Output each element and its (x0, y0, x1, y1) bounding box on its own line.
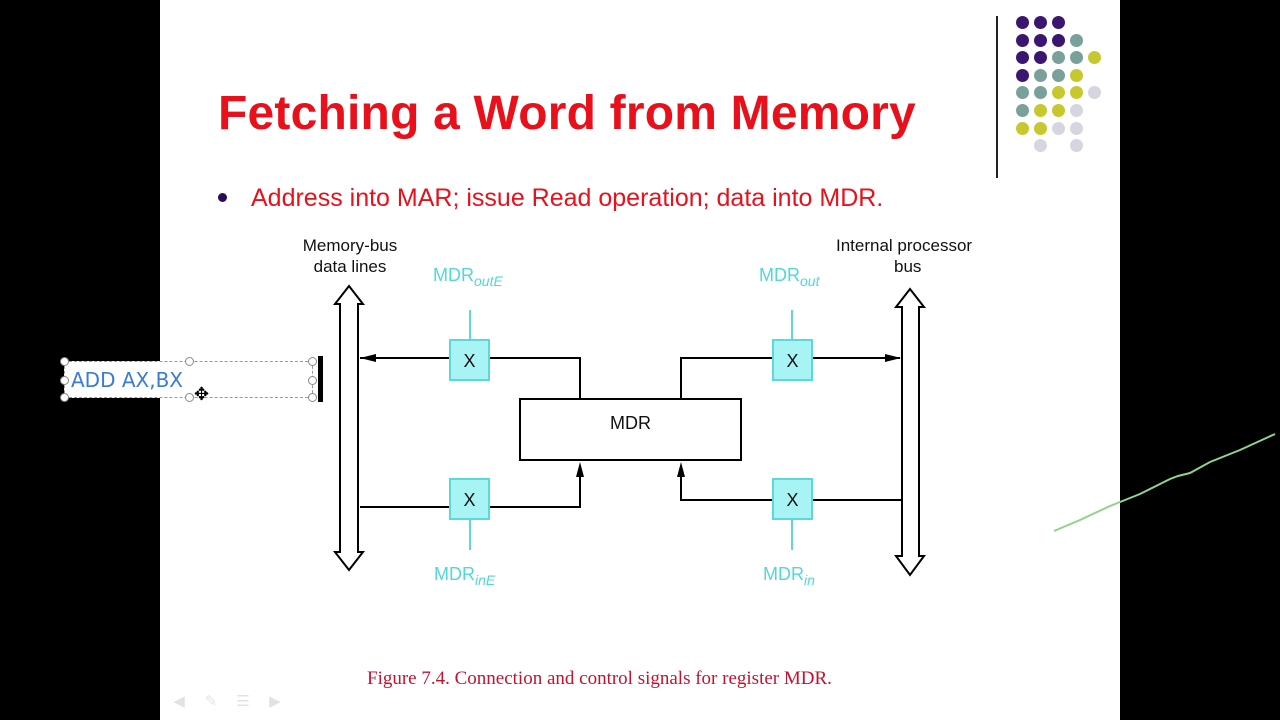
memory-bus-arrow (332, 284, 366, 572)
control-base: MDR (433, 265, 474, 285)
control-label-mdr-out: MDRout (759, 265, 819, 289)
pen-icon[interactable]: ✎ (204, 693, 218, 710)
back-arrow-icon[interactable]: ◀ (173, 693, 185, 710)
decor-dot (1070, 121, 1083, 135)
switch-in-e: X (449, 478, 490, 520)
resize-handle-tr[interactable] (308, 357, 317, 366)
switch-out-e: X (449, 339, 490, 381)
arrowhead-mdr-in (677, 462, 685, 477)
bullet-dot-icon (218, 192, 227, 202)
decor-dot (1034, 51, 1047, 65)
control-label-mdr-out-e: MDRoutE (433, 265, 503, 289)
control-label-mdr-in: MDRin (763, 564, 815, 588)
bullet-text: Address into MAR; issue Read operation; … (251, 184, 884, 212)
decor-dot (1070, 86, 1083, 100)
decor-dot (1034, 68, 1047, 82)
control-sub: out (800, 273, 820, 289)
decor-dot (1070, 68, 1083, 82)
control-base: MDR (759, 265, 800, 285)
decor-dot (1016, 121, 1029, 135)
text-cursor-bar (318, 356, 323, 402)
slideshow-nav: ◀ ✎ ☰ ▶ (170, 692, 284, 710)
internal-bus-label-line2: bus (894, 257, 922, 276)
decor-dot (1070, 104, 1083, 117)
decor-dot (1052, 86, 1065, 100)
decor-dot (1088, 51, 1101, 65)
decor-dot (1016, 16, 1029, 29)
decor-divider (996, 16, 998, 178)
switch-x: X (463, 490, 475, 510)
resize-handle-tl[interactable] (60, 357, 69, 366)
decor-dot (1088, 86, 1101, 100)
mdr-register-box (519, 398, 742, 461)
bullet-item: Address into MAR; issue Read operation; … (218, 184, 883, 213)
switch-out: X (772, 339, 813, 381)
decor-dot (1034, 139, 1047, 153)
menu-icon[interactable]: ☰ (236, 693, 250, 710)
resize-handle-tm[interactable] (185, 357, 194, 366)
selected-text-box[interactable]: ADD AX,BX (60, 357, 317, 402)
resize-handle-br[interactable] (308, 393, 317, 402)
switch-x: X (463, 351, 475, 371)
move-cursor-icon: ✥ (194, 384, 210, 404)
ink-stroke (1053, 433, 1276, 532)
decor-dot (1016, 104, 1029, 117)
internal-bus-arrow (893, 287, 927, 577)
control-sub: in (804, 572, 815, 588)
decor-dot (1034, 121, 1047, 135)
control-label-mdr-in-e: MDRinE (434, 564, 495, 588)
decor-dot (1034, 16, 1047, 29)
memory-bus-label-line1: Memory-bus (302, 236, 398, 255)
resize-handle-ml[interactable] (60, 376, 69, 385)
decor-dot (1016, 86, 1029, 100)
memory-bus-label-line2: data lines (313, 257, 387, 276)
wire-mdr-in-e (360, 466, 581, 508)
wire-mdr-out-e (360, 357, 581, 399)
decor-dot (1052, 16, 1065, 29)
decor-dot (1016, 68, 1029, 82)
forward-arrow-icon[interactable]: ▶ (269, 693, 281, 710)
figure-caption: Figure 7.4. Connection and control signa… (367, 668, 832, 689)
decor-dot (1070, 139, 1083, 153)
decor-dot (1052, 121, 1065, 135)
decor-dot (1052, 104, 1065, 117)
decor-dot (1070, 33, 1083, 47)
arrowhead-mdr-in-e (576, 462, 584, 477)
resize-handle-bl[interactable] (60, 393, 69, 402)
text-box-content[interactable]: ADD AX,BX (71, 368, 184, 392)
internal-bus-label-line1: Internal processor (836, 236, 973, 255)
internal-bus-label: Internal processor bus (836, 235, 984, 277)
decor-dot (1052, 33, 1065, 47)
switch-x: X (786, 490, 798, 510)
arrowhead-right-bus (885, 354, 901, 362)
decor-dot (1052, 51, 1065, 65)
resize-handle-bm[interactable] (185, 393, 194, 402)
decor-dot (1034, 33, 1047, 47)
control-base: MDR (434, 564, 475, 584)
memory-bus-label: Memory-bus data lines (288, 235, 412, 277)
decor-dot (1070, 51, 1083, 65)
decor-dot (1016, 33, 1029, 47)
arrowhead-left-bus (360, 354, 376, 362)
control-sub: inE (475, 572, 496, 588)
control-base: MDR (763, 564, 804, 584)
decor-dot (1052, 68, 1065, 82)
resize-handle-mr[interactable] (308, 376, 317, 385)
wire-mdr-out (680, 357, 900, 399)
decor-dot (1016, 51, 1029, 65)
control-sub: outE (474, 273, 503, 289)
switch-in: X (772, 478, 813, 520)
switch-x: X (786, 351, 798, 371)
wire-mdr-in (680, 466, 901, 501)
mdr-register-label: MDR (610, 413, 651, 433)
slide-title: Fetching a Word from Memory (218, 87, 916, 140)
decor-dot (1034, 86, 1047, 100)
decor-dot (1034, 104, 1047, 117)
